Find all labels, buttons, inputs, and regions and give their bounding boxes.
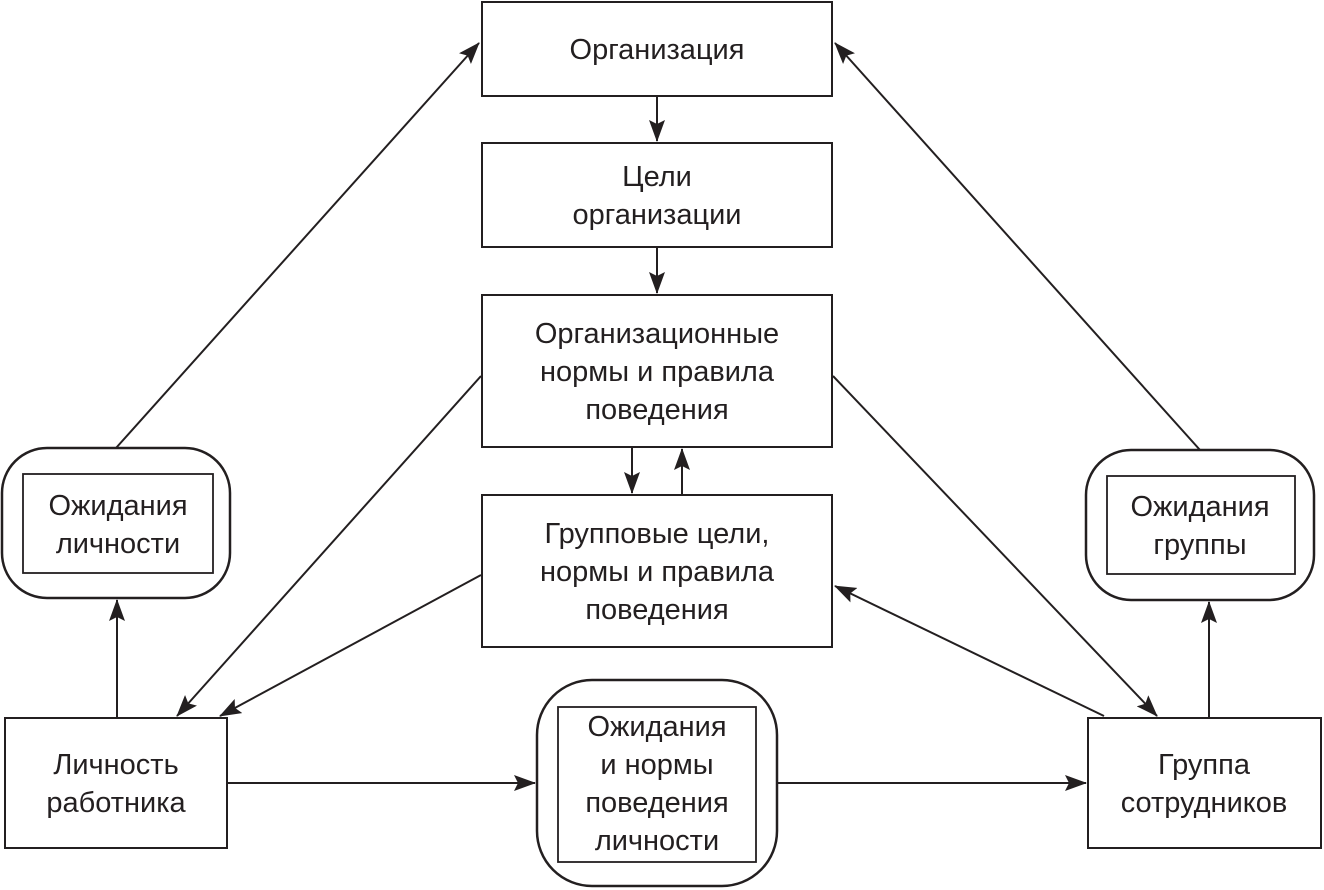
node-org-norms-label: Организационные нормы и правила поведения — [535, 318, 779, 426]
edges-layer — [109, 42, 1217, 791]
node-employee-label: Личность работника — [46, 749, 186, 819]
arrow-org-norms-to-employee — [176, 375, 482, 717]
personal_norms-line-3: поведения — [585, 787, 728, 819]
arrow-group-expectations-to-organization — [834, 42, 1201, 451]
group_goals-line-3: поведения — [585, 594, 728, 626]
employee-line-2: работника — [46, 787, 186, 819]
org_norms-line-2: нормы и правила — [540, 356, 775, 388]
organization-line-1: Организация — [570, 34, 745, 66]
group_expectations-line-2: группы — [1153, 529, 1246, 561]
node-group-expectations-label: Ожидания группы — [1130, 491, 1269, 561]
personal_norms-line-2: и нормы — [600, 749, 713, 781]
arrow-group-goals-to-employee — [219, 574, 482, 717]
node-group-goals-label: Групповые цели, нормы и правила поведения — [540, 518, 775, 626]
org_norms-line-1: Организационные — [535, 318, 779, 350]
node-personal-expectations: Ожидания личности — [0, 446, 232, 600]
group_expectations-line-1: Ожидания — [1130, 491, 1269, 523]
node-org-norms: Организационные нормы и правила поведения — [481, 294, 833, 448]
staff_group-line-1: Группа — [1158, 749, 1251, 781]
personal_expectations-line-2: личности — [56, 528, 180, 560]
personal_norms-line-4: личности — [595, 825, 719, 857]
node-personal-norms: Ожидания и нормы поведения личности — [535, 678, 779, 888]
arrow-personal-expectations-to-organization — [115, 42, 480, 449]
node-organization: Организация — [481, 1, 833, 97]
personal_expectations-line-1: Ожидания — [48, 490, 187, 522]
node-group-expectations: Ожидания группы — [1084, 448, 1316, 602]
node-org-goals-label: Цели организации — [573, 161, 742, 231]
group_goals-line-1: Групповые цели, — [545, 518, 770, 550]
node-staff-group: Группа сотрудников — [1087, 717, 1322, 849]
personal_norms-line-1: Ожидания — [587, 711, 726, 743]
employee-line-1: Личность — [53, 749, 178, 781]
group_goals-line-2: нормы и правила — [540, 556, 775, 588]
org_goals-line-2: организации — [573, 199, 742, 231]
node-personal-norms-label: Ожидания и нормы поведения личности — [585, 711, 728, 857]
arrow-org-norms-to-staff-group — [832, 375, 1158, 717]
org_norms-line-3: поведения — [585, 394, 728, 426]
org_goals-line-1: Цели — [622, 161, 692, 193]
node-group-goals: Групповые цели, нормы и правила поведения — [481, 494, 833, 648]
node-org-goals: Цели организации — [481, 142, 833, 248]
node-employee: Личность работника — [4, 717, 228, 849]
node-staff-group-label: Группа сотрудников — [1121, 749, 1288, 819]
node-organization-label: Организация — [570, 34, 745, 66]
staff_group-line-2: сотрудников — [1121, 787, 1288, 819]
arrow-staff-group-to-group-goals — [834, 585, 1105, 717]
node-personal-expectations-label: Ожидания личности — [48, 490, 187, 560]
